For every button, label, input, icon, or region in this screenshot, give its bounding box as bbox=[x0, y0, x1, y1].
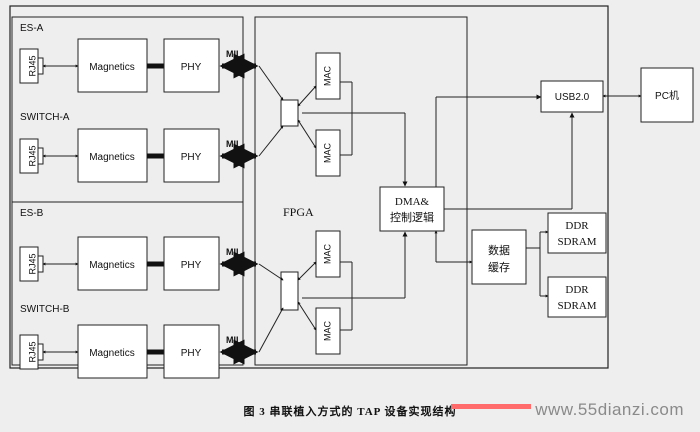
ddr1-line2: SDRAM bbox=[557, 236, 596, 248]
mac-block: MAC bbox=[315, 230, 341, 278]
pc-block bbox=[640, 67, 694, 123]
dma-label-line1: DMA& bbox=[395, 196, 430, 208]
rj45-tab bbox=[37, 255, 44, 273]
magnetics-label: Magnetics bbox=[89, 260, 135, 271]
outer-frame bbox=[9, 5, 609, 369]
buffer-label-line1: 数据 bbox=[488, 243, 510, 257]
ddr-sdram-1 bbox=[547, 212, 607, 254]
fpga-junction-lower bbox=[280, 271, 299, 311]
ddr-sdram-2 bbox=[547, 276, 607, 318]
mac-label: MAC bbox=[322, 244, 332, 265]
rj45-label: RJ45 bbox=[27, 55, 37, 76]
port-row: SWITCH-A RJ45 Magnetics PHY MII bbox=[19, 112, 259, 183]
magnetics-label: Magnetics bbox=[89, 348, 135, 359]
port-row: SWITCH-B RJ45 Magnetics PHY MII bbox=[19, 304, 259, 379]
rj45-label: RJ45 bbox=[27, 253, 37, 274]
port-name: SWITCH-B bbox=[20, 304, 70, 315]
pc-label: PC机 bbox=[655, 89, 679, 102]
rj45-label: RJ45 bbox=[27, 145, 37, 166]
phy-label: PHY bbox=[181, 152, 202, 163]
phy-block bbox=[163, 38, 220, 93]
port-name: ES-A bbox=[20, 23, 44, 34]
mac-label: MAC bbox=[322, 143, 332, 164]
rj45-tab bbox=[37, 147, 44, 165]
mii-label: MII bbox=[226, 335, 239, 345]
port-name: ES-B bbox=[20, 208, 44, 219]
mii-label: MII bbox=[226, 49, 239, 59]
port-row: ES-A RJ45 Magnetics PHY MII bbox=[19, 23, 259, 93]
phy-block bbox=[163, 128, 220, 183]
magnetics-label: Magnetics bbox=[89, 152, 135, 163]
rj45-tab bbox=[37, 343, 44, 361]
data-buffer-block bbox=[471, 229, 527, 285]
mii-label: MII bbox=[226, 247, 239, 257]
ddr2-line2: SDRAM bbox=[557, 300, 596, 312]
mac-label: MAC bbox=[322, 321, 332, 342]
phy-label: PHY bbox=[181, 260, 202, 271]
fpga-label: FPGA bbox=[283, 205, 314, 219]
ddr2-line1: DDR bbox=[565, 284, 589, 296]
phy-label: PHY bbox=[181, 348, 202, 359]
fpga-frame bbox=[254, 16, 468, 366]
watermark-text: www.55dianzi.com bbox=[535, 400, 684, 419]
mac-block: MAC bbox=[315, 129, 341, 177]
phy-block bbox=[163, 324, 220, 379]
magnetics-block bbox=[77, 324, 148, 379]
port-name: SWITCH-A bbox=[20, 112, 70, 123]
dma-label-line2: 控制逻辑 bbox=[390, 210, 434, 224]
watermark-highlight bbox=[451, 404, 532, 409]
mac-block: MAC bbox=[315, 52, 341, 100]
magnetics-block bbox=[77, 128, 148, 183]
rj45-label: RJ45 bbox=[27, 341, 37, 362]
ddr1-line1: DDR bbox=[565, 220, 589, 232]
magnetics-block bbox=[77, 236, 148, 291]
usb-label: USB2.0 bbox=[555, 92, 590, 103]
usb-block bbox=[540, 80, 604, 113]
watermark: www.55dianzi.com bbox=[451, 400, 684, 420]
mii-label: MII bbox=[226, 139, 239, 149]
phy-block bbox=[163, 236, 220, 291]
phy-label: PHY bbox=[181, 62, 202, 73]
fpga-junction-upper bbox=[280, 99, 299, 127]
mac-block: MAC bbox=[315, 307, 341, 355]
rj45-tab bbox=[37, 57, 44, 75]
mac-label: MAC bbox=[322, 66, 332, 87]
figure-caption: 图 3 串联植入方式的 TAP 设备实现结构 bbox=[243, 406, 457, 418]
magnetics-label: Magnetics bbox=[89, 62, 135, 73]
buffer-label-line2: 缓存 bbox=[488, 260, 510, 274]
dma-control-logic-block bbox=[379, 186, 445, 232]
port-row: ES-B RJ45 Magnetics PHY MII bbox=[19, 208, 259, 291]
